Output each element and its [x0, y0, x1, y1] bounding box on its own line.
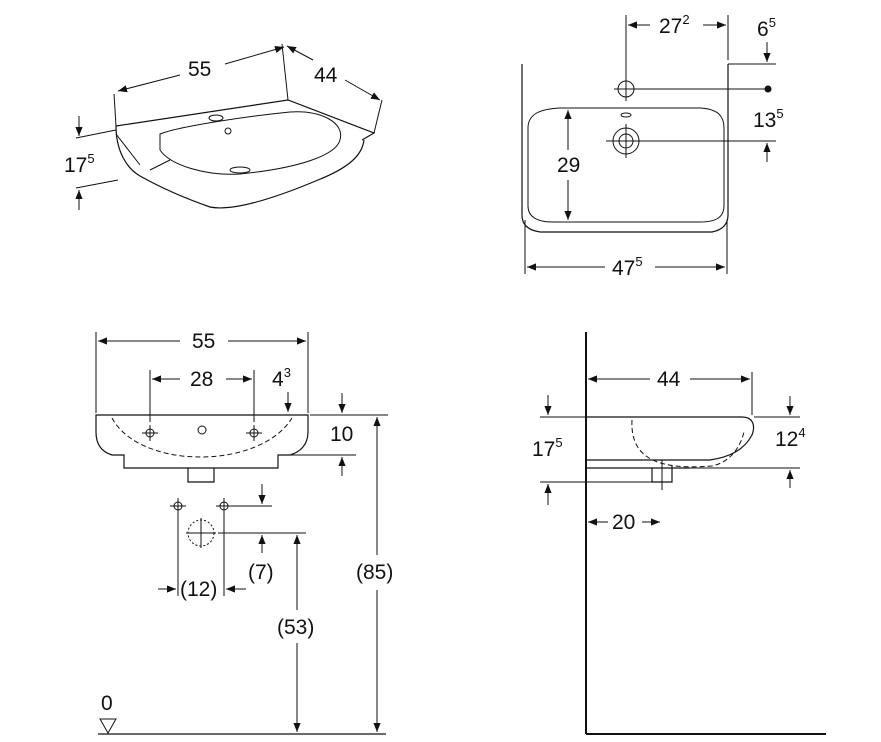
- front-supply-spacing-label: (12): [180, 578, 217, 601]
- front-supply-offset-dimension: [230, 484, 272, 553]
- top-view: 272 65 135 29 475: [521, 12, 784, 280]
- front-supply-connections: [170, 498, 232, 548]
- iso-depth-label: 44: [314, 64, 338, 87]
- front-width-dimension: [95, 332, 309, 413]
- top-drain-offset-label: 135: [753, 106, 784, 132]
- top-edge-offset-label: 65: [757, 15, 776, 41]
- front-fixing-distance-label: 28: [190, 368, 213, 391]
- side-wall: [585, 332, 826, 735]
- iso-height-label: 175: [64, 151, 95, 177]
- front-fixing-distance-dimension: [149, 370, 255, 422]
- side-depth-dimension: [588, 372, 753, 415]
- front-rim-height-dimension: [278, 393, 356, 476]
- front-total-height-dimension: [356, 414, 388, 732]
- top-bowl-width-label: 475: [612, 254, 643, 280]
- side-height-dimension: [540, 395, 652, 505]
- iso-width-dimension: [113, 43, 289, 127]
- top-basin-outline: [521, 64, 776, 233]
- floor-level-label: 0: [101, 692, 113, 715]
- front-supply-spacing-dimension: [158, 514, 246, 596]
- front-rim-height-label: 10: [330, 423, 353, 446]
- iso-basin-outline: [115, 99, 376, 209]
- floor-line: [98, 718, 386, 735]
- side-depth-label: 44: [657, 368, 681, 391]
- front-total-height-label: (85): [356, 561, 393, 584]
- front-waste-height-dimension: [218, 532, 306, 732]
- top-bowl-width-dimension: [524, 220, 728, 274]
- iso-depth-dimension: [286, 45, 383, 134]
- iso-height-dimension: [75, 116, 119, 210]
- front-width-label: 55: [192, 330, 215, 353]
- top-tap-offset-dimension: [625, 15, 729, 80]
- side-waste-distance-label: 20: [612, 511, 635, 534]
- front-fixing-offset-label: 43: [272, 365, 291, 391]
- top-tap-offset-label: 272: [659, 12, 690, 38]
- front-basin-outline: [95, 414, 309, 483]
- side-height-label: 175: [532, 435, 563, 461]
- side-basin-outline: [586, 416, 755, 490]
- front-waste-height-label: (53): [277, 616, 314, 639]
- top-bowl-depth-label: 29: [557, 154, 580, 177]
- side-inner-height-dimension: [690, 396, 800, 488]
- iso-width-label: 55: [188, 58, 211, 81]
- front-view: 55 28 43 10 (85): [95, 330, 393, 735]
- iso-view: 55 44 175: [64, 43, 383, 210]
- side-inner-height-label: 124: [775, 425, 806, 451]
- top-edge-offset-dimension: [728, 42, 776, 65]
- front-supply-offset-label: (7): [248, 561, 274, 584]
- side-view: 44 175 124 20: [532, 332, 826, 735]
